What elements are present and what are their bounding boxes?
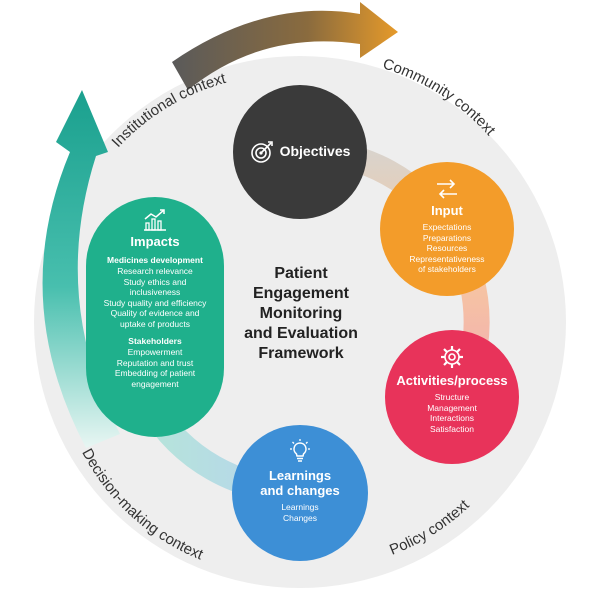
input-item: Preparations (422, 232, 472, 243)
impacts-item: engagement (131, 378, 179, 389)
left-arrow (42, 90, 120, 448)
impacts-item: Study quality and efficiency (103, 297, 207, 308)
learnings-title: Learnings and changes (260, 468, 339, 498)
activities-item: Satisfaction (430, 423, 474, 434)
learnings-item: Changes (282, 512, 318, 523)
title-line: and Evaluation (244, 325, 358, 342)
framework-title: Patient Engagement Monitoring and Evalua… (226, 264, 376, 364)
impacts-title: Impacts (130, 234, 180, 249)
impacts-item: Empowerment (127, 347, 183, 357)
activities-item: Interactions (430, 413, 474, 423)
impacts-item: Quality of evidence and (110, 308, 200, 318)
impacts-item: Reputation and trust (116, 357, 194, 368)
gear-icon (441, 346, 463, 368)
impacts-group-heading: Medicines development (107, 255, 203, 265)
impacts-item: inclusiveness (129, 287, 181, 297)
title-line: Engagement (252, 285, 349, 302)
arrows-swap-icon (437, 179, 457, 199)
learnings-title-line: and changes (260, 483, 340, 498)
input-item: Representativeness (409, 253, 485, 264)
learnings-item: Learnings (281, 502, 319, 512)
activities-node: Activities/process Structure Management … (385, 330, 519, 464)
title-line: Framework (258, 345, 344, 362)
bar-chart-icon (144, 209, 166, 231)
objectives-title: Objectives (279, 143, 351, 159)
target-icon (250, 141, 273, 163)
learnings-node: Learnings and changes Learnings Changes (232, 425, 368, 561)
activities-item: Management (427, 402, 477, 413)
impacts-node: Impacts Medicines development Research r… (86, 197, 224, 437)
activities-item: Structure (434, 392, 470, 402)
top-arrow (172, 2, 398, 90)
impacts-group-heading: Stakeholders (128, 336, 182, 346)
input-item: Expectations (422, 222, 472, 232)
input-title: Input (431, 203, 463, 218)
input-item: of stakeholders (418, 264, 476, 274)
input-node: Input Expectations Preparations Resource… (380, 162, 514, 296)
impacts-item: Study ethics and (123, 276, 187, 287)
title-line: Patient (274, 265, 328, 282)
impacts-item: Research relevance (117, 266, 193, 276)
impacts-item: uptake of products (120, 318, 190, 329)
impacts-item: Embedding of patient (114, 368, 196, 378)
objectives-node: Objectives (233, 85, 367, 219)
title-line: Monitoring (259, 305, 343, 322)
activities-title: Activities/process (396, 373, 508, 388)
lightbulb-icon (290, 439, 310, 462)
learnings-title-line: Learnings (268, 468, 332, 483)
input-item: Resources (426, 243, 468, 253)
